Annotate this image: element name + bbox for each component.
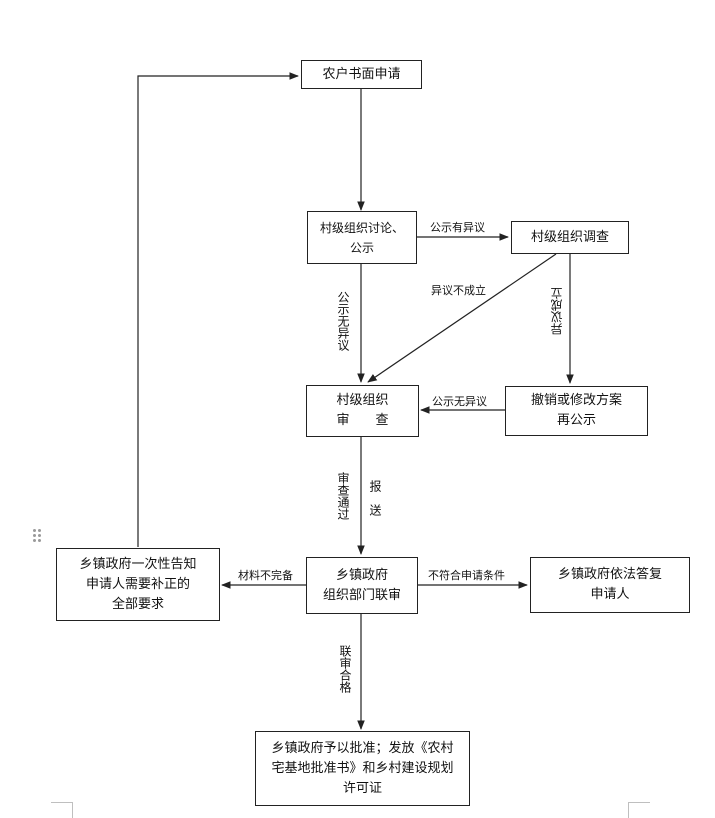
page-corner-mark-right (628, 802, 650, 818)
node-township-notify: 乡镇政府一次性告知 申请人需要补正的 全部要求 (56, 548, 220, 621)
edge-label-joint-passed: 联审合格 (338, 645, 352, 693)
node-township-reply: 乡镇政府依法答复 申请人 (530, 557, 690, 613)
edge-label-no-objection-horizontal: 公示无异议 (432, 395, 487, 408)
edge-label-not-eligible: 不符合申请条件 (428, 569, 505, 582)
edge-label-review-passed: 审查通过 (336, 472, 350, 520)
node-farmer-application: 农户书面申请 (301, 60, 422, 89)
edge-label-objection-valid: 异议成立 (550, 287, 564, 335)
edge-label-no-objection-vertical: 公示无异议 (336, 291, 350, 351)
edge-label-submit: 报 送 (368, 480, 382, 516)
node-village-discussion: 村级组织讨论、 公示 (307, 211, 417, 264)
node-township-joint-review: 乡镇政府 组织部门联审 (306, 557, 418, 614)
page-corner-mark-left (51, 802, 73, 818)
arrow-notify-loop-to-application (137, 72, 299, 547)
node-village-review: 村级组织 审 查 (306, 385, 419, 437)
arrow-investigation-to-review (367, 253, 557, 383)
edge-label-objection-invalid: 异议不成立 (431, 284, 486, 297)
node-revoke-modify: 撤销或修改方案 再公示 (505, 386, 648, 436)
drag-handle-icon[interactable] (33, 529, 43, 543)
node-village-investigation: 村级组织调查 (511, 221, 629, 254)
edge-label-materials-incomplete: 材料不完备 (238, 569, 293, 582)
edge-label-objection: 公示有异议 (430, 221, 485, 234)
node-township-approval: 乡镇政府予以批准；发放《农村 宅基地批准书》和乡村建设规划 许可证 (255, 731, 470, 806)
